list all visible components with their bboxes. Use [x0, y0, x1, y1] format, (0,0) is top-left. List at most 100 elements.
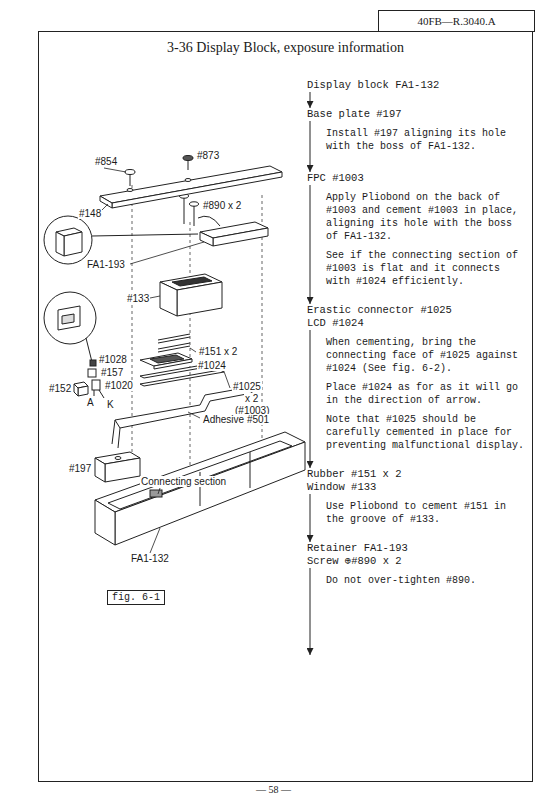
rubber-151 — [158, 346, 190, 352]
callout-number: #157 — [100, 367, 124, 378]
display-block-fa1-132 — [95, 432, 305, 545]
rubber-151 — [158, 337, 190, 343]
rubber-151 — [158, 334, 190, 340]
magnifier — [44, 292, 96, 344]
part-name: Connecting section — [140, 476, 227, 487]
flow-step: FPC #1003 — [307, 172, 364, 185]
retainer-fa1-193 — [213, 228, 268, 246]
base-plate-197 — [95, 458, 105, 482]
leader-line — [104, 168, 126, 172]
part-name: FA1-132 — [130, 553, 170, 564]
screw — [125, 170, 135, 175]
window-133 — [177, 282, 222, 316]
leader-line — [150, 528, 160, 553]
screw — [188, 160, 189, 170]
flow-arrow — [310, 185, 311, 304]
window-133 — [172, 277, 212, 286]
quantity: x 2 — [244, 393, 259, 404]
part-name: Adhesive #501 — [202, 414, 270, 425]
step-text: FPC #1003 — [307, 172, 364, 185]
rubber-151 — [158, 343, 190, 349]
callout-number: #197 — [68, 463, 92, 474]
small-parts — [74, 360, 104, 398]
screw — [183, 156, 193, 161]
instruction-text: Install #197 aligning its hole with the … — [326, 127, 526, 153]
magnifier — [44, 216, 198, 362]
base-plate-197 — [105, 458, 140, 482]
small-parts — [94, 390, 95, 396]
callout-number: #1024 — [197, 360, 227, 371]
page-number: — 58 — — [255, 784, 292, 795]
step-text: Rubber #151 x 2 — [307, 468, 402, 481]
lcd-1024 — [140, 353, 192, 369]
magnifier — [58, 306, 80, 330]
screw — [194, 206, 195, 226]
flow-arrow — [310, 494, 311, 542]
screw — [190, 202, 199, 206]
retainer-fa1-193 — [198, 216, 268, 246]
alignment-line — [132, 185, 133, 455]
flow-step: Retainer FA1-193Screw ⊕#890 x 2 — [307, 542, 408, 568]
flow-arrow — [310, 330, 311, 468]
leader-line — [188, 412, 200, 418]
page-frame — [39, 32, 533, 782]
leader-line — [190, 348, 196, 352]
small-parts — [74, 384, 78, 396]
step-text: Erastic connector #1025 — [307, 304, 452, 317]
callout-number: #133 — [126, 293, 150, 304]
plate-148 — [127, 189, 133, 192]
retainer-fa1-193 — [198, 216, 220, 226]
screw — [130, 174, 131, 186]
callout-number: #151 x 2 — [198, 346, 238, 357]
instruction-text: When cementing, bring the connecting fac… — [326, 336, 526, 375]
page-title: 3-36 Display Block, exposure information — [38, 40, 533, 56]
small-parts — [99, 390, 104, 398]
magnifier — [56, 232, 64, 256]
callout-number: #873 — [196, 150, 220, 161]
callout-number: #1025 — [232, 381, 262, 392]
instruction-text: Note that #1025 should be carefully ceme… — [326, 413, 526, 452]
callout-number: #152 — [48, 383, 72, 394]
step-text: Retainer FA1-193 — [307, 542, 408, 555]
small-parts — [90, 360, 96, 366]
callout-number: #148 — [78, 208, 102, 219]
base-plate-197 — [95, 452, 140, 482]
small-parts — [78, 386, 88, 396]
fpc-1003 — [118, 428, 120, 448]
flow-step: Erastic connector #1025LCD #1024 — [307, 304, 452, 330]
flow-step: Rubber #151 x 2Window #133 — [307, 468, 402, 494]
rubber-151 — [158, 334, 190, 352]
flow-arrow — [310, 92, 311, 108]
plate-148 — [100, 166, 282, 208]
window-133 — [160, 282, 177, 316]
pin-name: A — [86, 397, 95, 408]
flow-end-arrow — [310, 568, 311, 655]
fpc-1003 — [112, 420, 115, 444]
step-text: Display block FA1-132 — [307, 79, 439, 92]
step-text: Base plate #197 — [307, 108, 402, 121]
connector-1025 — [140, 370, 224, 386]
small-parts — [92, 380, 100, 390]
plate-148 — [112, 172, 282, 208]
instruction-text: Use Pliobond to cement #151 in the groov… — [326, 500, 526, 526]
flow-step: Display block FA1-132 — [307, 79, 439, 92]
callout-number: #854 — [94, 156, 118, 167]
step-text: Screw ⊕#890 x 2 — [307, 555, 408, 568]
magnifier — [44, 216, 92, 264]
display-block-fa1-132 — [150, 490, 162, 497]
callout-number: #1028 — [98, 354, 128, 365]
magnifier — [64, 232, 82, 256]
magnifier — [86, 338, 92, 362]
base-plate-197 — [115, 457, 121, 460]
display-block-fa1-132 — [95, 500, 115, 545]
figure-number: fig. 6-1 — [107, 590, 165, 605]
magnifier — [92, 234, 198, 236]
retainer-fa1-193 — [200, 232, 213, 246]
step-text: LCD #1024 — [307, 317, 452, 330]
leader-line — [158, 488, 160, 494]
plate-148 — [100, 166, 282, 203]
instruction-text: Do not over-tighten #890. — [326, 574, 526, 587]
magnifier — [62, 314, 74, 324]
part-name: FA1-193 — [86, 259, 126, 270]
